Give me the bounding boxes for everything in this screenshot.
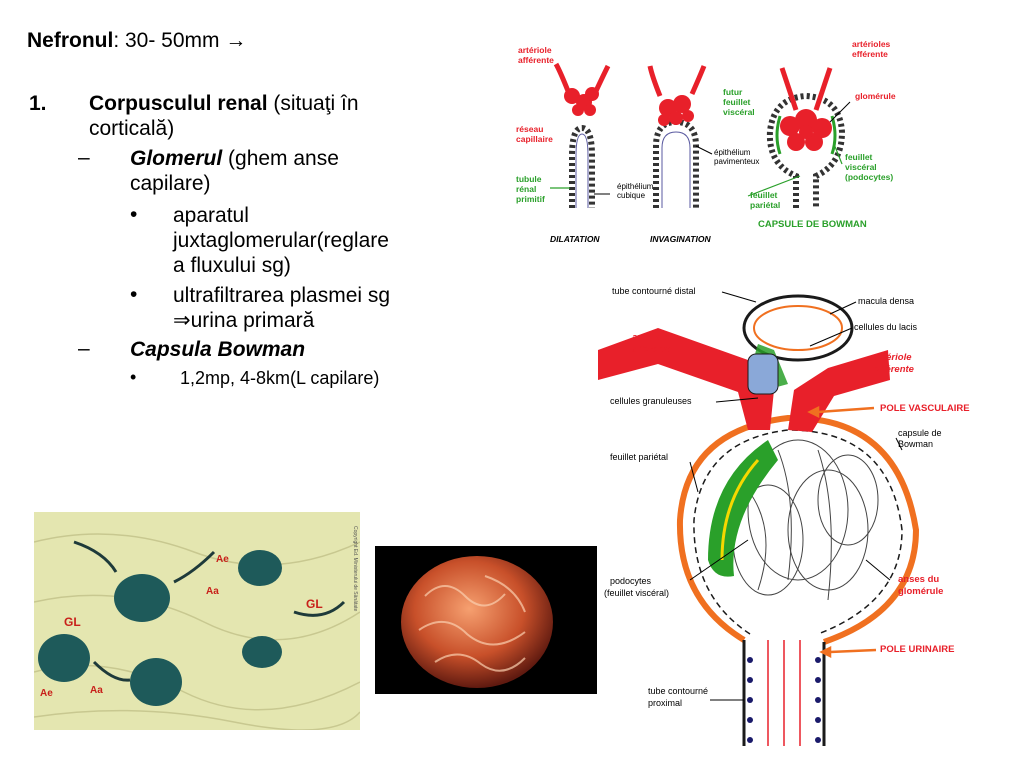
label-capsule-de-bowman: CAPSULE DE BOWMAN (758, 219, 867, 230)
bullet-marker: • (130, 367, 137, 387)
label-caps-2: Bowman (898, 439, 933, 449)
item1-bold: Corpusculul renal (89, 92, 268, 115)
label-epith-pav-1: épithélium (714, 148, 751, 157)
podocyte-layer (708, 440, 778, 577)
label-dilatation: DILATATION (550, 234, 600, 244)
label-eff-1: artériole (874, 352, 912, 363)
figure-sem-glomerulus (375, 546, 597, 694)
label-arteriole-afferente-2: afférente (518, 55, 554, 65)
heading-rest: : 30- 50mm → (113, 29, 247, 52)
label-futur-3: viscéral (723, 107, 755, 117)
dash-marker: – (78, 337, 90, 360)
label-epith-cub-2: cubique (617, 191, 646, 200)
bullet-juxta: aparatul juxtaglomerular(reglare a fluxu… (173, 203, 448, 278)
figure-micrograph: Ae Aa GL GL Ae Aa Copyright Ed. Minister… (34, 512, 360, 730)
label-feuillet: feuillet pariétal (610, 452, 668, 462)
glomerul-rest2: capilare) (130, 172, 211, 195)
label-caps-1: capsule de (898, 428, 942, 438)
glomerul-rest1: (ghem anse (222, 147, 339, 170)
label-ae-2: Ae (40, 688, 53, 699)
label-feuillet-visc-2: viscéral (845, 162, 877, 172)
micrograph-svg: Ae Aa GL GL Ae Aa Copyright Ed. Minister… (34, 512, 360, 730)
item-glomerul: Glomerul (ghem anse capilare) (130, 146, 430, 196)
label-anses-1: anses du (898, 574, 939, 585)
label-feuillet-par-2: pariétal (750, 200, 780, 210)
label-tube-prox-1: tube contourné (648, 686, 708, 696)
bullet-marker: • (130, 283, 138, 306)
label-reseau-2: capillaire (516, 134, 553, 144)
item-number: 1. (29, 92, 47, 115)
micrograph-credit: Copyright Ed. Ministerului de Sănătate (352, 526, 358, 612)
glomerular-loops (732, 439, 879, 601)
stage-dilatation (553, 62, 611, 208)
item1-rest1: (situaţi în (267, 92, 359, 115)
label-aa-1: Aa (206, 586, 219, 597)
dash-marker: – (78, 146, 90, 169)
label-invagination: INVAGINATION (650, 234, 711, 244)
label-macula: macula densa (858, 296, 914, 306)
stained-glomeruli (38, 550, 282, 706)
label-anses-2: glomérule (898, 586, 943, 597)
label-arterioles-efferente-2: efférente (852, 49, 888, 59)
label-feuillet-par-1: feuillet (750, 190, 778, 200)
label-reseau-1: réseau (516, 124, 543, 134)
b1-l3: a fluxului sg) (173, 254, 291, 277)
label-futur-2: feuillet (723, 97, 751, 107)
label-granul: cellules granuleuses (610, 396, 692, 406)
sem-glomerulus (401, 556, 553, 688)
b2-l2: ⇒urina primară (173, 309, 315, 332)
label-podo-2: (feuillet viscéral) (604, 588, 669, 598)
label-gl-1: GL (64, 615, 81, 629)
label-feuillet-visc-1: feuillet (845, 152, 873, 162)
stage-capsule (766, 67, 846, 208)
label-arterioles-efferente-1: artérioles (852, 39, 891, 49)
sem-svg (375, 546, 597, 694)
development-diagram-svg: artériole afférente artérioles efférente… (516, 39, 896, 244)
label-tube-distal: tube contourné distal (612, 286, 696, 296)
label-tubule-3: primitif (516, 194, 545, 204)
label-podo-1: podocytes (610, 576, 652, 586)
bullet-suprafata: 1,2mp, 4-8km(L capilare) (180, 367, 379, 389)
b1-l1: aparatul (173, 204, 249, 227)
bullet-ultrafiltrare: ultrafiltrarea plasmei sg ⇒urina primară (173, 283, 448, 333)
label-epith-cub-1: épithélium (617, 182, 654, 191)
label-epith-pav-2: pavimenteux (714, 157, 759, 166)
label-ae-1: Ae (216, 554, 229, 565)
label-aff-2: afférente (632, 344, 673, 355)
figure-development-diagram: artériole afférente artérioles efférente… (500, 36, 900, 252)
b3-text: 1,2mp, 4-8km(L capilare) (180, 368, 380, 388)
stage-invagination (647, 65, 707, 208)
item-capsula: Capsula Bowman (130, 337, 305, 362)
bullet-marker: • (130, 203, 138, 226)
slide-heading: Nefronul: 30- 50mm → (27, 29, 246, 53)
afferent-arteriole (598, 328, 774, 430)
label-feuillet-visc-3: (podocytes) (845, 172, 893, 182)
label-glomerule: glomérule (855, 91, 896, 101)
label-pole-vasc: POLE VASCULAIRE (880, 403, 970, 414)
item1-rest2: corticală) (89, 117, 175, 140)
glomerul-bold: Glomerul (130, 147, 223, 170)
label-aa-2: Aa (90, 685, 103, 696)
corpuscle-svg: tube contourné distal macula densa cellu… (598, 286, 970, 746)
b1-l2: juxtaglomerular(reglare (173, 229, 389, 252)
proximal-tube (742, 640, 826, 746)
label-pole-urin: POLE URINAIRE (880, 644, 954, 655)
figure-renal-corpuscle: tube contourné distal macula densa cellu… (598, 280, 1002, 746)
label-futur-1: futur (723, 87, 743, 97)
label-arteriole-afferente-1: artériole (518, 45, 552, 55)
label-tube-prox-2: proximal (648, 698, 682, 708)
label-gl-2: GL (306, 597, 323, 611)
b2-l1: ultrafiltrarea plasmei sg (173, 284, 391, 307)
label-eff-2: efférente (874, 364, 915, 375)
capsula-bold: Capsula Bowman (130, 338, 306, 361)
label-tubule-1: tubule (516, 174, 542, 184)
label-tubule-2: rénal (516, 184, 536, 194)
label-aff-1: artériole (632, 332, 670, 343)
heading-bold: Nefronul (27, 29, 114, 52)
label-lacis: cellules du lacis (854, 322, 918, 332)
item-corpuscul: 1. Corpusculul renal (situaţi în cortica… (29, 91, 449, 141)
